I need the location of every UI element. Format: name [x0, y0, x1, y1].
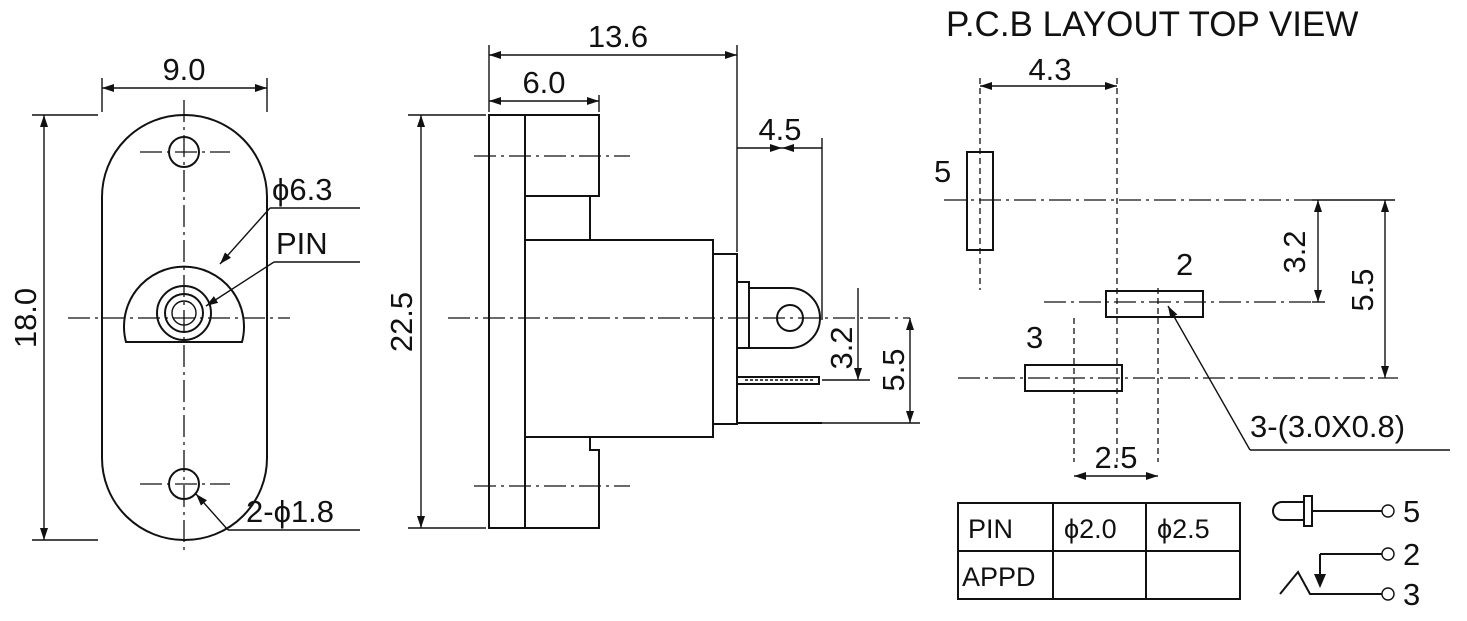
pin-socket — [156, 285, 212, 341]
flange-label: 6.0 — [522, 65, 565, 100]
schematic-label-3: 3 — [1403, 577, 1420, 612]
side-view: 13.6 6.0 4.5 22.5 3.2 5.5 — [384, 19, 920, 529]
outer-dia-label: ϕ6.3 — [272, 172, 332, 207]
side-height-label: 22.5 — [384, 292, 419, 352]
schematic-label-5: 5 — [1403, 494, 1420, 529]
slots-label: 3-(3.0X0.8) — [1250, 409, 1405, 444]
schematic-symbol: 5 2 3 — [1272, 494, 1420, 612]
pin-5-slot — [966, 151, 994, 251]
pin-3-number: 3 — [1026, 320, 1043, 355]
side-length-label: 13.6 — [588, 19, 648, 54]
bottom-mounting-hole — [168, 468, 200, 500]
pcb-layout: P.C.B LAYOUT TOP VIEW 5 2 3 4.3 3.2 5.5 … — [934, 5, 1450, 480]
schematic-label-2: 2 — [1403, 537, 1420, 572]
table-cell: ϕ2.5 — [1157, 514, 1210, 544]
front-width-label: 9.0 — [162, 52, 205, 87]
v-small-label: 3.2 — [1277, 230, 1312, 273]
front-height-label: 18.0 — [8, 288, 43, 348]
pin-total-label: 5.5 — [876, 348, 911, 391]
flange — [488, 114, 526, 529]
pin-5-number: 5 — [934, 154, 951, 189]
pin-2-slot — [1105, 290, 1204, 318]
pin-label: PIN — [276, 226, 328, 261]
table-cell: ϕ2.0 — [1064, 514, 1117, 544]
pin-table: PIN ϕ2.0 ϕ2.5 APPD — [957, 502, 1241, 600]
spacing-label: 2.5 — [1094, 440, 1137, 475]
top-mounting-hole — [168, 136, 200, 168]
front-view: 9.0 18.0 ϕ6.3 PIN 2-ϕ1.8 — [8, 52, 360, 555]
v-total-label: 5.5 — [1345, 268, 1380, 311]
table-cell: PIN — [968, 514, 1013, 544]
pcb-title: P.C.B LAYOUT TOP VIEW — [946, 5, 1358, 44]
table-cell: APPD — [962, 562, 1036, 592]
pin-3-slot — [1024, 364, 1123, 392]
holes-label: 2-ϕ1.8 — [246, 494, 334, 529]
horiz-label: 4.3 — [1028, 52, 1071, 87]
pin-spacing-label: 3.2 — [824, 326, 859, 369]
tab-label: 4.5 — [758, 112, 801, 147]
main-body — [524, 239, 714, 438]
pin-2-number: 2 — [1176, 247, 1193, 282]
